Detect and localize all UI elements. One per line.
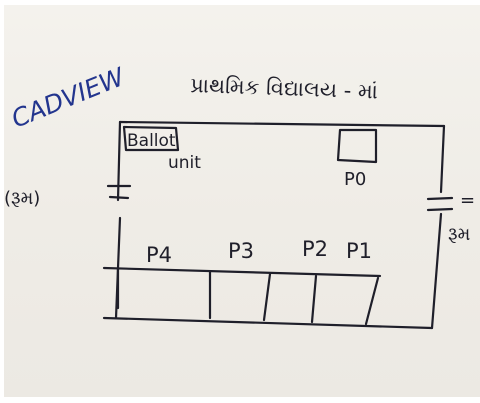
- paper-background: [4, 5, 480, 397]
- ballot-unit-line2: unit: [168, 153, 201, 173]
- ballot-unit-line1: Ballot: [127, 131, 176, 151]
- title-text: CADVIEW: [7, 62, 129, 134]
- p4-label: P4: [146, 243, 172, 267]
- booth-p3: [208, 270, 272, 322]
- right-door-marks: [426, 196, 454, 212]
- p2-label: P2: [302, 237, 328, 261]
- p0-box: [336, 128, 378, 164]
- p1-label: P1: [346, 239, 372, 263]
- left-room-label: (રૂમ): [4, 188, 40, 209]
- heading-text: પ્રાથમિક વિદ્યાલય - માં: [190, 73, 379, 104]
- right-label: = ન: [460, 190, 480, 211]
- booth-p2: [310, 274, 318, 324]
- p3-label: P3: [228, 239, 254, 263]
- booth-p1: [364, 276, 380, 326]
- ballot-unit-box: [122, 125, 180, 152]
- right-label-bottom: રૂમ: [448, 224, 470, 245]
- room-right-wall: [430, 124, 446, 330]
- counter-line: [102, 266, 382, 278]
- left-door-marks: [106, 184, 132, 200]
- p0-label: P0: [344, 169, 366, 190]
- room-top-wall: [118, 120, 446, 128]
- room-bottom-wall: [102, 316, 434, 330]
